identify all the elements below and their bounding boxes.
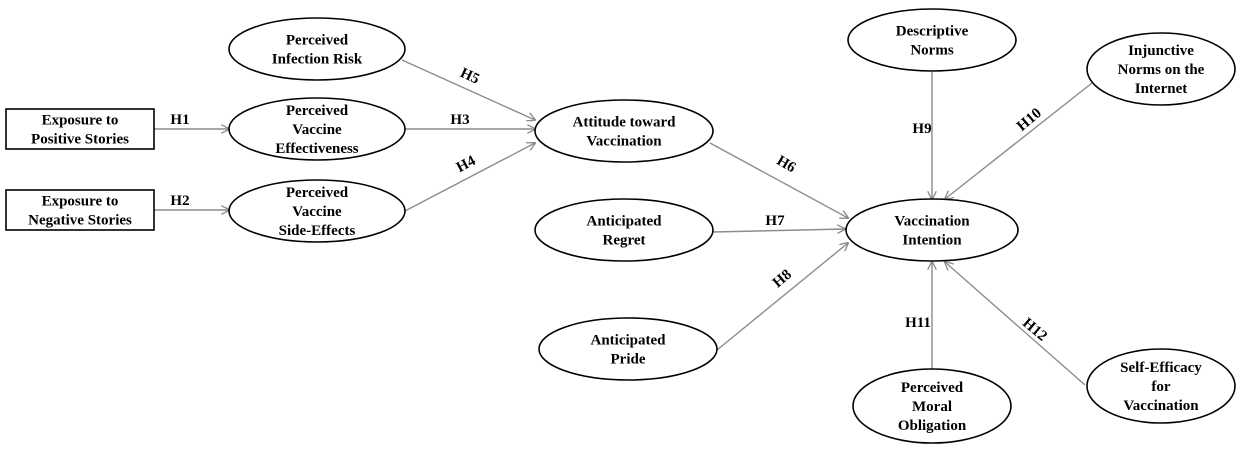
hypothesis-label-h5: H5 — [458, 65, 482, 88]
hypothesis-label-h11: H11 — [905, 315, 931, 331]
node-label-line: Anticipated — [587, 214, 663, 230]
hypothesis-label-h3: H3 — [450, 112, 469, 128]
arrow-h10 — [945, 82, 1093, 199]
node-label-line: Vaccination — [1123, 398, 1199, 414]
node-ellipse — [534, 99, 714, 163]
node-label-line: Obligation — [898, 418, 967, 434]
node-label-line: Negative Stories — [28, 213, 132, 229]
hypothesis-label-h1: H1 — [170, 112, 189, 128]
hypothesis-label-h6: H6 — [774, 153, 799, 177]
node-label-line: Positive Stories — [31, 132, 129, 148]
node-label-line: Anticipated — [591, 333, 667, 349]
node-label-line: Regret — [602, 233, 645, 249]
node-ellipse — [538, 317, 718, 381]
node-ellipse — [852, 368, 1012, 444]
node-label-line: Perceived — [286, 185, 349, 201]
node-label-line: Vaccine — [292, 122, 342, 138]
hypothesis-label-h4: H4 — [454, 153, 479, 176]
node-label-line: Perceived — [286, 103, 349, 119]
hypothesis-label-h10: H10 — [1014, 105, 1045, 134]
node-label-line: Perceived — [286, 33, 349, 49]
arrow-h5 — [401, 59, 535, 120]
node-label-line: Norms on the — [1118, 62, 1205, 78]
node-label-line: Descriptive — [896, 24, 969, 40]
node-label-line: Infection Risk — [272, 52, 363, 68]
hypothesis-label-h2: H2 — [170, 193, 189, 209]
node-label-line: Exposure to — [42, 113, 119, 129]
hypothesis-label-h7: H7 — [765, 213, 785, 229]
node-label-line: Intention — [902, 233, 962, 249]
node-exposure-positive: Exposure to Positive Stories — [5, 108, 155, 150]
node-ellipse — [845, 198, 1019, 262]
arrow-h6 — [709, 142, 848, 218]
edges-layer — [154, 59, 1093, 386]
hypothesis-label-h12: H12 — [1019, 315, 1050, 344]
node-label-line: Norms — [910, 43, 953, 59]
node-label-line: Self-Efficacy — [1120, 360, 1202, 376]
node-label-line: Internet — [1135, 81, 1188, 97]
node-ellipse — [847, 8, 1017, 72]
node-label-line: for — [1151, 379, 1170, 395]
node-label-line: Vaccine — [292, 204, 342, 220]
node-ellipse — [534, 198, 714, 262]
node-label-line: Vaccination — [586, 134, 662, 150]
node-ellipse — [1086, 348, 1236, 424]
node-ellipse — [1086, 32, 1236, 106]
node-box — [5, 108, 155, 150]
node-label-line: Moral — [912, 399, 952, 415]
node-ellipse — [228, 97, 406, 161]
node-label-line: Injunctive — [1128, 43, 1194, 59]
node-ellipse — [228, 17, 406, 81]
node-label-line: Exposure to — [42, 194, 119, 210]
arrow-h4 — [404, 143, 535, 212]
node-label-line: Vaccination — [894, 214, 970, 230]
node-box — [5, 189, 155, 231]
node-exposure-negative: Exposure to Negative Stories — [5, 189, 155, 231]
node-label-line: Pride — [611, 352, 646, 368]
node-label-line: Side-Effects — [279, 223, 356, 239]
node-label-line: Perceived — [901, 380, 964, 396]
node-label-line: Effectiveness — [275, 141, 358, 157]
hypothesis-label-h8: H8 — [770, 267, 795, 292]
node-ellipse — [228, 179, 406, 243]
arrow-h8 — [716, 243, 848, 351]
hypothesis-label-h9: H9 — [912, 121, 931, 137]
node-label-line: Attitude toward — [573, 115, 677, 131]
arrow-h12 — [945, 262, 1086, 386]
arrow-h7 — [712, 229, 845, 232]
